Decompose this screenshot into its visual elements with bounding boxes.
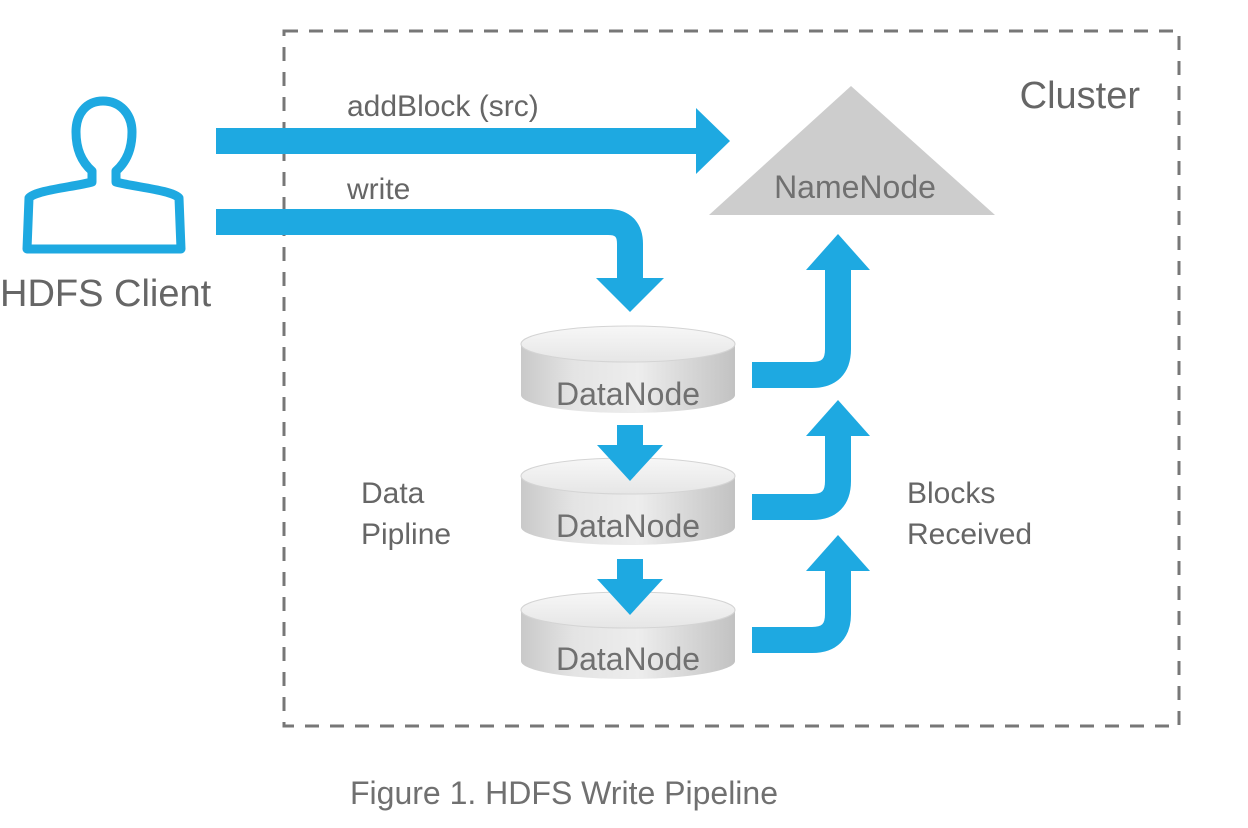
blocks-received-arrow-2 (752, 400, 870, 520)
datanode-3-label: DataNode (556, 641, 700, 677)
cluster-boundary (282, 29, 1181, 728)
datanode-1: DataNode (520, 325, 736, 413)
namenode-label: NameNode (774, 169, 936, 205)
write-label: write (346, 173, 410, 206)
data-pipeline-label-line1: Data (361, 477, 425, 510)
cluster-label: Cluster (1020, 75, 1141, 117)
user-icon (22, 96, 186, 254)
blocks-received-label-line2: Received (907, 518, 1032, 551)
blocks-received-label-line1: Blocks (907, 477, 995, 510)
figure-caption: Figure 1. HDFS Write Pipeline (350, 775, 778, 811)
blocks-received-arrow-1 (752, 234, 870, 388)
datanode-1-label: DataNode (556, 376, 700, 412)
datanode-3: DataNode (520, 591, 736, 679)
datanode-2-label: DataNode (556, 508, 700, 544)
data-pipeline-label-line2: Pipline (361, 518, 451, 551)
datanode-2: DataNode (520, 457, 736, 545)
add-block-arrow (216, 108, 730, 174)
namenode-triangle (709, 86, 995, 215)
write-arrow (216, 209, 664, 312)
pipeline-arrow-2 (597, 559, 663, 615)
pipeline-arrow-1 (597, 425, 663, 481)
blocks-received-arrow-3 (752, 535, 870, 653)
add-block-label: addBlock (src) (347, 90, 539, 123)
client-label: HDFS Client (0, 273, 212, 315)
